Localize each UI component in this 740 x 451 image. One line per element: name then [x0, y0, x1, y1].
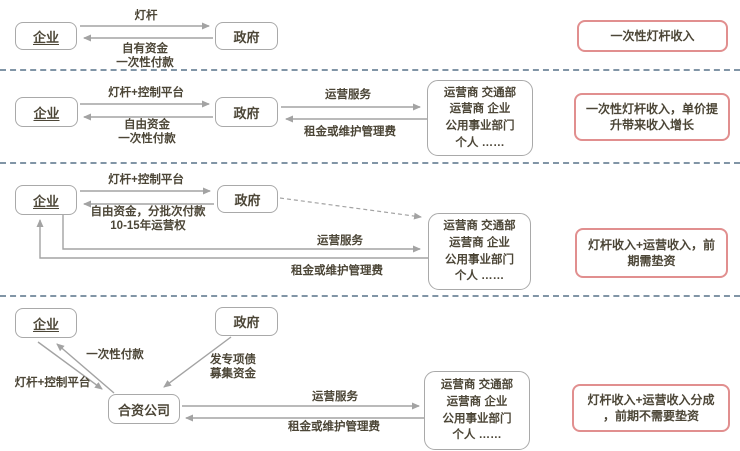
r4-asset-label: 灯杆+控制平台 — [14, 377, 91, 389]
r2-operators-line3: 公用事业部门 — [445, 120, 515, 132]
r3-enterprise-box: 企业 — [15, 185, 77, 215]
r3-return-line1: 自由资金，分批次付款 — [90, 206, 206, 218]
r3-service-label: 运营服务 — [317, 235, 363, 247]
r3-operators-line2: 运营商 企业 — [449, 236, 510, 249]
r3-operators-line4: 个人 …… — [454, 270, 505, 283]
r4-joint-venture-box: 合资公司 — [108, 394, 180, 424]
r1-enterprise-box: 企业 — [15, 22, 77, 50]
r4-outcome-line2: ，前期不需要垫资 — [602, 409, 699, 423]
r2-enterprise-box: 企业 — [15, 97, 78, 127]
r2-government-label: 政府 — [233, 105, 260, 121]
r4-enterprise-box: 企业 — [15, 308, 77, 338]
r2-service-label: 运营服务 — [325, 89, 371, 101]
r4-bond-label: 发专项债 募集资金 — [200, 354, 266, 381]
r1-return-label: 自有资金 一次性付款 — [95, 43, 195, 70]
r4-government-label: 政府 — [233, 315, 260, 330]
r2-government-box: 政府 — [215, 97, 278, 127]
r4-operators-line4: 个人 …… — [452, 429, 502, 442]
r4-operators-line1: 运营商 交通部 — [440, 379, 514, 392]
r3-return-label: 自由资金，分批次付款 10-15年运营权 — [80, 206, 216, 233]
r3-fee-label: 租金或维护管理费 — [291, 265, 383, 277]
r4-fee-label: 租金或维护管理费 — [288, 421, 380, 433]
r2-outcome-line2: 升带来收入增长 — [609, 118, 694, 132]
r4-operators-box: 运营商 交通部 运营商 企业 公用事业部门 个人 …… — [424, 371, 530, 450]
r1-outcome-box: 一次性灯杆收入 — [577, 20, 728, 52]
r4-outcome-line1: 灯杆收入+运营收入分成 — [587, 392, 715, 407]
r4-government-box: 政府 — [215, 307, 278, 336]
r4-payment-label: 一次性付款 — [86, 349, 144, 361]
r2-outcome-box: 一次性灯杆收入，单价提 升带来收入增长 — [574, 93, 730, 141]
r3-operators-line3: 公用事业部门 — [445, 253, 514, 266]
r3-outcome-line2: 期需垫资 — [627, 254, 676, 268]
r3-return-line2: 10-15年运营权 — [110, 219, 186, 232]
r1-outcome-line1: 一次性灯杆收入 — [610, 28, 695, 43]
r3-government-box: 政府 — [217, 185, 278, 213]
r2-operators-line4: 个人 …… — [455, 136, 505, 149]
r4-outcome-box: 灯杆收入+运营收入分成 ，前期不需要垫资 — [572, 384, 730, 432]
r1-government-label: 政府 — [233, 29, 260, 45]
r3-operators-line1: 运营商 交通部 — [443, 220, 516, 233]
r3-enterprise-label: 企业 — [32, 193, 59, 209]
r2-forward-label: 灯杆+控制平台 — [108, 87, 184, 99]
r3-delegation-dashed-arrow — [279, 197, 422, 220]
r1-government-box: 政府 — [215, 22, 278, 50]
row-separator-3 — [0, 295, 740, 297]
r2-return-line1: 自由资金 — [124, 119, 170, 131]
r3-forward-label: 灯杆+控制平台 — [108, 174, 184, 186]
r3-government-label: 政府 — [234, 192, 261, 208]
r2-outcome-line1: 一次性灯杆收入，单价提 — [585, 101, 718, 116]
r2-return-label: 自由资金 一次性付款 — [97, 119, 197, 146]
r1-enterprise-label: 企业 — [32, 29, 59, 45]
r4-operators-line2: 运营商 企业 — [446, 395, 508, 408]
row-separator-2 — [0, 162, 740, 164]
r3-outcome-line1: 灯杆收入+运营收入，前 — [587, 237, 715, 252]
r1-return-line1: 自有资金 — [122, 43, 168, 55]
r2-return-line2: 一次性付款 — [118, 132, 176, 145]
r1-forward-label: 灯杆 — [134, 10, 158, 22]
r4-service-label: 运营服务 — [312, 391, 358, 403]
r3-outcome-box: 灯杆收入+运营收入，前 期需垫资 — [575, 228, 728, 278]
r4-joint-venture-label: 合资公司 — [117, 402, 170, 418]
r4-bond-line1: 发专项债 — [210, 354, 256, 366]
r4-operators-line3: 公用事业部门 — [442, 412, 512, 425]
r4-bond-line2: 募集资金 — [210, 367, 256, 380]
r2-operators-box: 运营商 交通部 运营商 企业 公用事业部门 个人 …… — [427, 80, 533, 156]
r2-operators-line1: 运营商 交通部 — [443, 86, 517, 99]
r2-fee-label: 租金或维护管理费 — [304, 126, 396, 138]
row-separator-1 — [0, 69, 740, 71]
r2-enterprise-label: 企业 — [33, 105, 60, 121]
r3-operators-box: 运营商 交通部 运营商 企业 公用事业部门 个人 …… — [428, 213, 531, 290]
r2-operators-line2: 运营商 企业 — [449, 103, 511, 116]
r1-return-line2: 一次性付款 — [116, 56, 174, 69]
r4-enterprise-label: 企业 — [32, 316, 59, 332]
